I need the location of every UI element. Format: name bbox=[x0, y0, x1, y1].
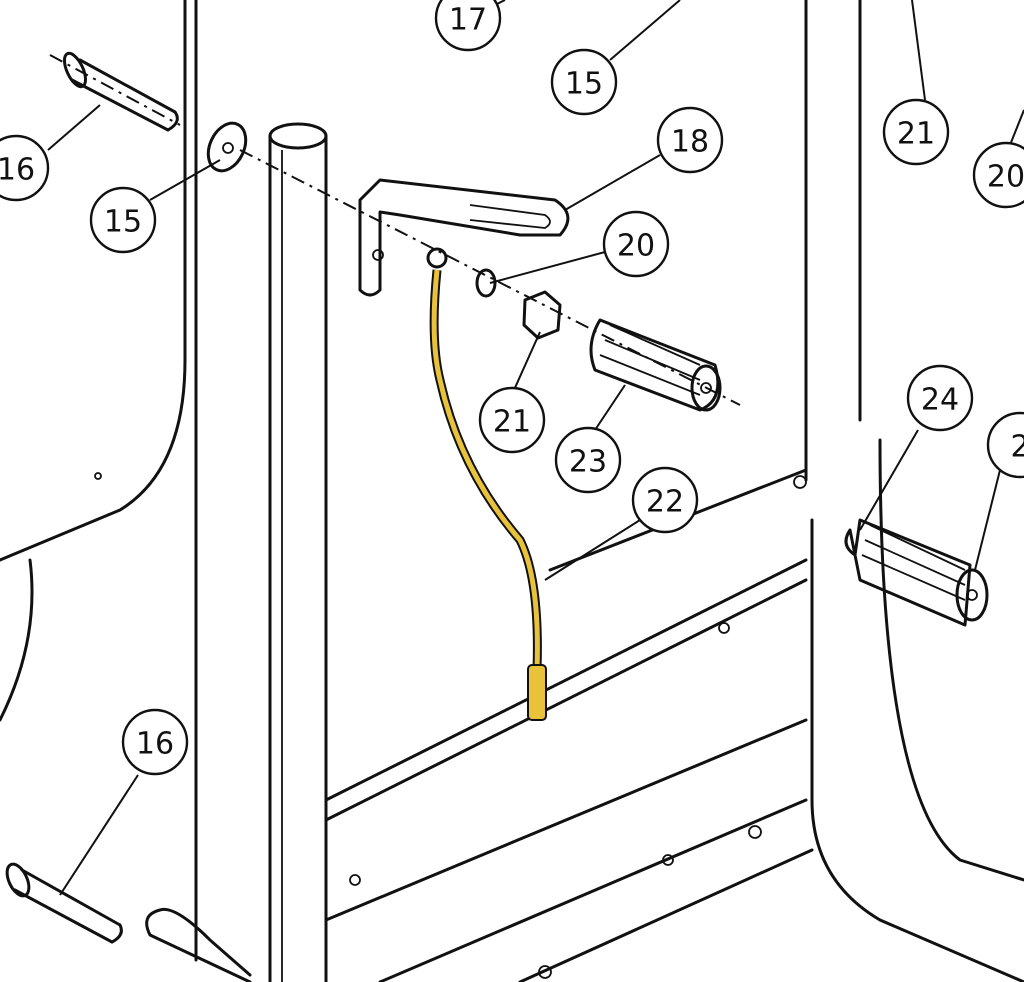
svg-text:21: 21 bbox=[897, 117, 935, 152]
callout-23: 23 bbox=[554, 426, 622, 494]
spacer-right bbox=[844, 518, 989, 627]
callout-15: 15 bbox=[550, 48, 618, 116]
svg-text:20: 20 bbox=[617, 229, 655, 264]
callout-24: 24 bbox=[906, 364, 974, 432]
callout-16: 16 bbox=[0, 134, 50, 202]
svg-text:15: 15 bbox=[104, 205, 142, 240]
svg-text:16: 16 bbox=[136, 727, 174, 762]
hole bbox=[94, 472, 102, 480]
nut bbox=[522, 290, 562, 340]
callout-25: 2 bbox=[986, 411, 1024, 479]
callout-15: 15 bbox=[89, 186, 157, 254]
right-frame bbox=[810, 0, 1024, 982]
callout-18: 18 bbox=[656, 106, 724, 174]
pin-top bbox=[62, 51, 179, 132]
svg-text:20: 20 bbox=[987, 160, 1024, 195]
bracket bbox=[358, 178, 570, 297]
svg-text:17: 17 bbox=[449, 3, 487, 38]
svg-text:15: 15 bbox=[565, 67, 603, 102]
vertical-post bbox=[268, 122, 328, 982]
callout-21: 21 bbox=[478, 386, 546, 454]
hair-pin-clip bbox=[145, 907, 252, 982]
svg-text:24: 24 bbox=[921, 383, 959, 418]
washer-top bbox=[206, 121, 248, 173]
callout-17: 17 bbox=[434, 0, 502, 52]
right-frame-inner bbox=[878, 438, 1024, 882]
spacer-center bbox=[589, 318, 722, 412]
callout-20: 20 bbox=[602, 210, 670, 278]
svg-text:2: 2 bbox=[1010, 430, 1024, 465]
svg-text:21: 21 bbox=[493, 405, 531, 440]
callout-20: 20 bbox=[972, 141, 1024, 209]
svg-text:16: 16 bbox=[0, 153, 35, 188]
ground-wire bbox=[426, 247, 547, 721]
pin-bottom bbox=[5, 862, 123, 944]
callout-16: 16 bbox=[121, 708, 189, 776]
leader-lines bbox=[47, 0, 1024, 896]
callout-22: 22 bbox=[631, 466, 699, 534]
callout-21: 21 bbox=[882, 98, 950, 166]
svg-text:18: 18 bbox=[671, 125, 709, 160]
svg-text:22: 22 bbox=[646, 485, 684, 520]
svg-text:23: 23 bbox=[569, 445, 607, 480]
center-panel bbox=[194, 0, 808, 962]
lock-washer bbox=[475, 268, 497, 298]
left-panel bbox=[0, 0, 187, 562]
assembly-axis bbox=[239, 149, 741, 406]
left-panel-lower bbox=[0, 558, 34, 722]
cross-rails bbox=[324, 468, 814, 982]
